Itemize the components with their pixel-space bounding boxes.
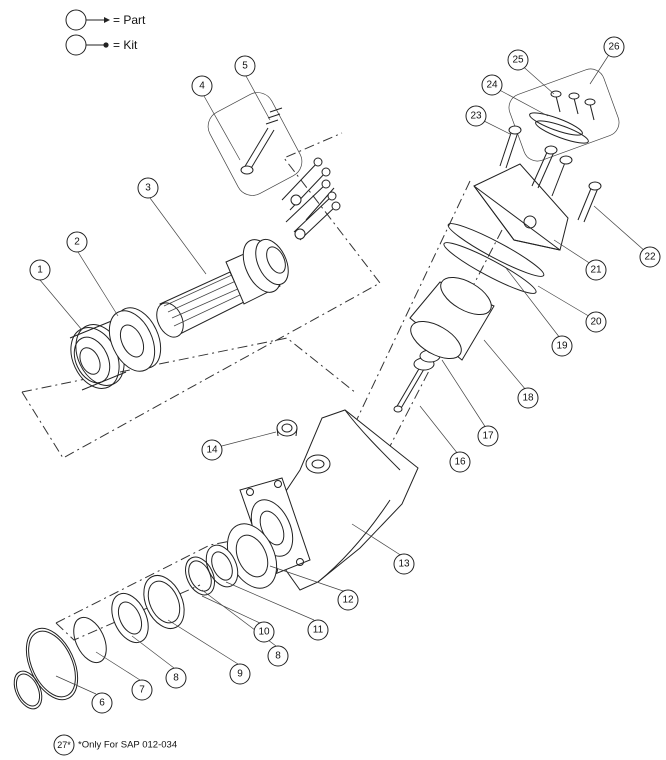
svg-text:17: 17	[482, 431, 494, 442]
svg-text:26: 26	[608, 42, 620, 53]
plate-part-19	[447, 223, 545, 277]
cylinder-block-part-18	[409, 276, 495, 361]
svg-text:22: 22	[644, 252, 656, 263]
housing-part-13	[239, 409, 419, 591]
callout-17: 17	[477, 425, 499, 447]
svg-text:6: 6	[99, 698, 105, 709]
callout-22: 22	[639, 246, 661, 268]
callout-19: 19	[551, 335, 573, 357]
callout-7: 7	[131, 679, 153, 701]
svg-text:7: 7	[139, 685, 145, 696]
svg-text:12: 12	[342, 595, 354, 606]
callout-1: 1	[29, 259, 51, 281]
pins-bundle	[281, 157, 341, 241]
svg-text:21: 21	[590, 265, 602, 276]
svg-text:10: 10	[258, 627, 270, 638]
callout-2: 2	[66, 231, 88, 253]
ring-part-2	[108, 307, 162, 372]
svg-text:19: 19	[556, 341, 568, 352]
bolts-part-23	[499, 125, 573, 197]
svg-text:23: 23	[470, 111, 482, 122]
snap-ring-part-7	[73, 616, 107, 664]
legend-part-bubble	[65, 9, 87, 31]
bolt-part-22	[577, 181, 602, 223]
o-ring-part-6	[25, 627, 79, 701]
svg-text:4: 4	[199, 81, 205, 92]
kit-box-4-5	[207, 92, 303, 196]
legend-part-label: = Part	[113, 13, 146, 27]
legend: = Part = Kit	[65, 9, 146, 56]
ring-part-9	[143, 575, 185, 629]
callout-3: 3	[137, 177, 159, 199]
callout-14: 14	[201, 439, 223, 461]
svg-text:14: 14	[206, 445, 218, 456]
callout-8: 8	[165, 667, 187, 689]
svg-text:27*: 27*	[57, 740, 71, 750]
svg-text:5: 5	[242, 61, 248, 72]
legend-kit-label: = Kit	[113, 38, 138, 52]
screws-part-25	[550, 90, 596, 121]
callout-16: 16	[449, 451, 471, 473]
end-cap-part-21	[473, 163, 569, 251]
svg-text:2: 2	[74, 237, 80, 248]
callout-21: 21	[585, 259, 607, 281]
svg-text:13: 13	[398, 559, 410, 570]
callout-8b: 8	[267, 645, 289, 667]
washers-part-24	[529, 112, 589, 144]
springs-part-5	[265, 107, 283, 125]
svg-text:3: 3	[145, 183, 151, 194]
svg-text:18: 18	[522, 393, 534, 404]
svg-text:8: 8	[173, 673, 179, 684]
callout-12: 12	[337, 589, 359, 611]
callout-24: 24	[481, 74, 503, 96]
svg-text:16: 16	[454, 457, 466, 468]
callout-11: 11	[307, 619, 329, 641]
callout-5: 5	[234, 55, 256, 77]
legend-kit-bubble	[65, 34, 87, 56]
footnote: *Only For SAP 012-034	[78, 740, 177, 751]
callout-23: 23	[465, 105, 487, 127]
ring-part-10	[184, 556, 216, 596]
kit-box-24-26	[508, 68, 620, 162]
callout-6: 6	[91, 692, 113, 714]
callout-9: 9	[229, 663, 251, 685]
svg-text:9: 9	[237, 669, 243, 680]
svg-text:8: 8	[275, 651, 281, 662]
svg-text:25: 25	[512, 55, 524, 66]
gasket-part-20	[443, 242, 537, 294]
callout-26: 26	[603, 36, 625, 58]
svg-text:24: 24	[486, 80, 498, 91]
callout-13: 13	[393, 553, 415, 575]
callout-18: 18	[517, 387, 539, 409]
svg-text:1: 1	[37, 265, 43, 276]
plug-part-14	[276, 419, 298, 437]
svg-text:11: 11	[313, 625, 324, 636]
callout-27: 27*	[53, 734, 75, 756]
o-ring-part-27	[13, 670, 43, 710]
shaft-part-3	[156, 238, 289, 338]
callout-20: 20	[585, 311, 607, 333]
bearing-part-8	[111, 592, 149, 644]
callout-10: 10	[253, 621, 275, 643]
callouts: 1 2 3 4 5 6 7 8 9 8 10 11 12 13 14 16 17…	[29, 36, 661, 756]
callout-25: 25	[507, 49, 529, 71]
svg-text:20: 20	[590, 317, 602, 328]
pin-part-4	[240, 127, 275, 175]
callout-4: 4	[191, 75, 213, 97]
